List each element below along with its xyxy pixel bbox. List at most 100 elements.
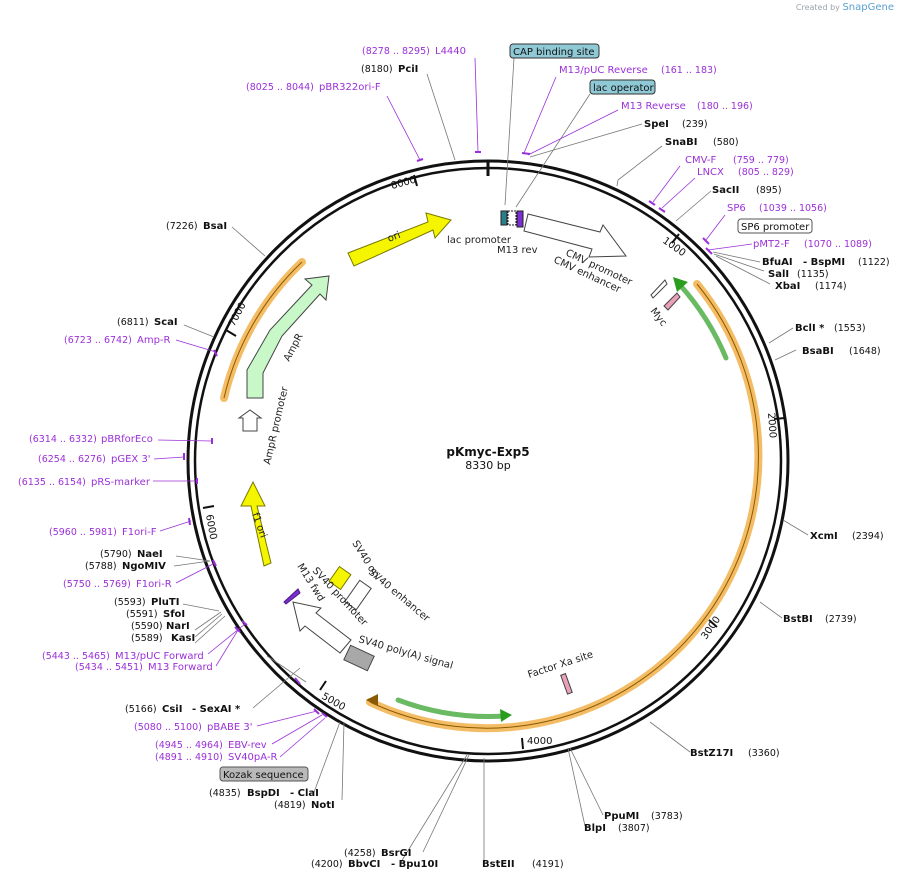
lac-promoter-box-purple[interactable] <box>516 210 524 228</box>
enzyme-sacii-name[interactable]: SacII <box>712 185 739 196</box>
ampr-label: AmpR <box>282 332 306 364</box>
enzyme-scai-name[interactable]: ScaI <box>154 317 178 328</box>
primer-l4440-name[interactable]: L4440 <box>435 46 466 57</box>
enzyme-bstbi-name[interactable]: BstBI <box>783 614 813 625</box>
primer-m13puc-fwd-pos: (5443 .. 5465) <box>42 651 110 662</box>
sv40-polya-feature[interactable] <box>343 644 375 672</box>
enzyme-pluti-name[interactable]: PluTI <box>151 597 179 608</box>
enzyme-xcmi-name[interactable]: XcmI <box>810 531 838 542</box>
enzyme-xcmi-pos: (2394) <box>852 531 884 542</box>
primer-f1orif-name[interactable]: F1ori-F <box>122 527 157 538</box>
enzyme-bfuai-pos: (1122) <box>858 257 890 268</box>
primer-m13puc-fwd-name[interactable]: M13/pUC Forward <box>115 651 204 662</box>
primer-cmvf-name[interactable]: CMV-F <box>685 155 716 166</box>
primer-ampr-pos: (6723 .. 6742) <box>64 335 132 346</box>
enzyme-bspmi-name[interactable]: - BspMI <box>803 257 845 268</box>
primer-f1orir-name[interactable]: F1ori-R <box>136 579 172 590</box>
primer-m13-forward-name[interactable]: M13 Forward <box>148 662 213 673</box>
primer-pbrforeco-name[interactable]: pBRforEco <box>101 434 153 445</box>
lac-operator-box[interactable]: lac operator <box>589 79 656 95</box>
kozak-sequence-box[interactable]: Kozak sequence <box>219 766 309 782</box>
primer-prs-name[interactable]: pRS-marker <box>91 477 151 488</box>
enzyme-bsabi-name[interactable]: BsaBI <box>802 346 834 357</box>
myc-feature[interactable] <box>663 292 681 311</box>
plasmid-name: pKmyc-Exp5 <box>446 445 529 459</box>
enzyme-bsrgi-name[interactable]: BsrGI <box>381 848 411 859</box>
enzyme-snabi-pos: (580) <box>713 137 739 148</box>
enzyme-bfuai-name[interactable]: BfuAI <box>762 257 793 268</box>
f1-ori-label: f1 ori <box>249 511 268 539</box>
enzyme-spei-name[interactable]: SpeI <box>644 119 669 130</box>
enzyme-bsrgi-pos: (4258) <box>344 848 376 859</box>
enzyme-bpu10i-name[interactable]: - Bpu10I <box>391 859 438 870</box>
primer-pmt2f-name[interactable]: pMT2-F <box>753 239 790 250</box>
snapgene-credit: Created by SnapGene <box>796 2 894 13</box>
enzyme-ngomiv-name[interactable]: NgoMIV <box>122 561 166 572</box>
enzyme-bbvci-pos: (4200) <box>311 859 343 870</box>
enzyme-csii-pos: (5166) <box>125 704 157 715</box>
primer-sv40par-name[interactable]: SV40pA-R <box>228 752 277 763</box>
primer-leader-lines <box>153 57 753 758</box>
enzyme-bsteii-pos: (4191) <box>532 859 564 870</box>
enzyme-ppumi-name[interactable]: PpuMI <box>604 811 639 822</box>
sv40-ori-feature[interactable] <box>328 565 352 591</box>
lac-operator-label: lac operator <box>593 83 654 94</box>
primer-ebv-name[interactable]: EBV-rev <box>228 740 267 751</box>
primer-lncx-pos: (805 .. 829) <box>738 167 794 178</box>
primer-sp6-name[interactable]: SP6 <box>727 203 746 214</box>
enzyme-kasi-name[interactable]: KasI <box>171 633 195 644</box>
enzyme-sexai-name[interactable]: - SexAI * <box>192 704 241 715</box>
enzyme-naei-pos: (5790) <box>100 549 132 560</box>
enzyme-naei-name[interactable]: NaeI <box>137 549 163 560</box>
myc-label: Myc <box>648 306 669 329</box>
primer-m13-forward-pos: (5434 .. 5451) <box>75 662 143 673</box>
sv40-promoter-feature[interactable] <box>292 601 352 654</box>
primer-pbabe-name[interactable]: pBABE 3' <box>207 722 253 733</box>
enzyme-bbvci-name[interactable]: BbvCI <box>348 859 380 870</box>
enzyme-bstz17i-name[interactable]: BstZ17I <box>690 748 733 759</box>
enzyme-csii-name[interactable]: CsiI <box>162 704 182 715</box>
enzyme-noti-name[interactable]: NotI <box>311 800 335 811</box>
green-arrow-upper-head <box>673 277 688 292</box>
enzyme-bspdi-name[interactable]: BspDI <box>247 788 280 799</box>
enzyme-sali-name[interactable]: SalI <box>768 269 789 280</box>
primer-m13-reverse-name[interactable]: M13 Reverse <box>621 101 686 112</box>
enzyme-xbai-name[interactable]: XbaI <box>775 281 800 292</box>
sv40-enhancer-feature[interactable] <box>344 579 372 611</box>
primer-f1orir-pos: (5750 .. 5769) <box>63 579 131 590</box>
ori-feature[interactable] <box>347 212 452 267</box>
primer-cmvf-pos: (759 .. 779) <box>733 155 789 166</box>
primer-m13puc-rev-name[interactable]: M13/pUC Reverse <box>559 65 648 76</box>
sp6-promoter-box[interactable]: SP6 promoter <box>737 218 813 234</box>
primer-pbr322-name[interactable]: pBR322ori-F <box>319 82 381 93</box>
ampr-feature[interactable] <box>246 275 330 399</box>
ampr-promoter-label: AmpR promoter <box>262 385 291 466</box>
factor-xa-feature[interactable] <box>560 672 573 695</box>
enzyme-sfoi-name[interactable]: SfoI <box>163 609 185 620</box>
enzyme-ppumi-pos: (3783) <box>651 811 683 822</box>
primer-ampr-name[interactable]: Amp-R <box>137 335 171 346</box>
enzyme-clai-name[interactable]: - ClaI <box>290 788 319 799</box>
lac-promoter-box-hatch[interactable] <box>507 210 517 226</box>
lac-promoter-box-teal[interactable] <box>500 210 508 226</box>
enzyme-bsteii-name[interactable]: BstEII <box>482 859 515 870</box>
f1-ori-feature[interactable] <box>240 480 272 567</box>
cmv-feature[interactable] <box>523 213 627 258</box>
green-arrow-upper <box>677 282 729 361</box>
enzyme-snabi-name[interactable]: SnaBI <box>665 137 697 148</box>
lac-promoter-label: lac promoter <box>447 235 512 246</box>
enzyme-sfoi-pos: (5591) <box>126 609 158 620</box>
enzyme-bcli-name[interactable]: BclI * <box>795 323 825 334</box>
enzyme-blpi-name[interactable]: BlpI <box>584 823 606 834</box>
primer-lncx-name[interactable]: LNCX <box>697 167 724 178</box>
enzyme-pcii-name[interactable]: PciI <box>398 64 418 75</box>
snapgene-brand: SnapGene <box>842 2 894 13</box>
cap-binding-site-box[interactable]: CAP binding site <box>509 43 600 59</box>
enzyme-bsai-name[interactable]: BsaI <box>203 221 227 232</box>
primer-pgex3-name[interactable]: pGEX 3' <box>111 454 151 465</box>
primer-m13-reverse-pos: (180 .. 196) <box>697 101 753 112</box>
m13-fwd-marker[interactable] <box>283 588 301 605</box>
ampr-promoter-feature[interactable] <box>237 409 263 432</box>
cap-binding-site-label: CAP binding site <box>513 47 595 58</box>
enzyme-nari-name[interactable]: NarI <box>166 621 190 632</box>
